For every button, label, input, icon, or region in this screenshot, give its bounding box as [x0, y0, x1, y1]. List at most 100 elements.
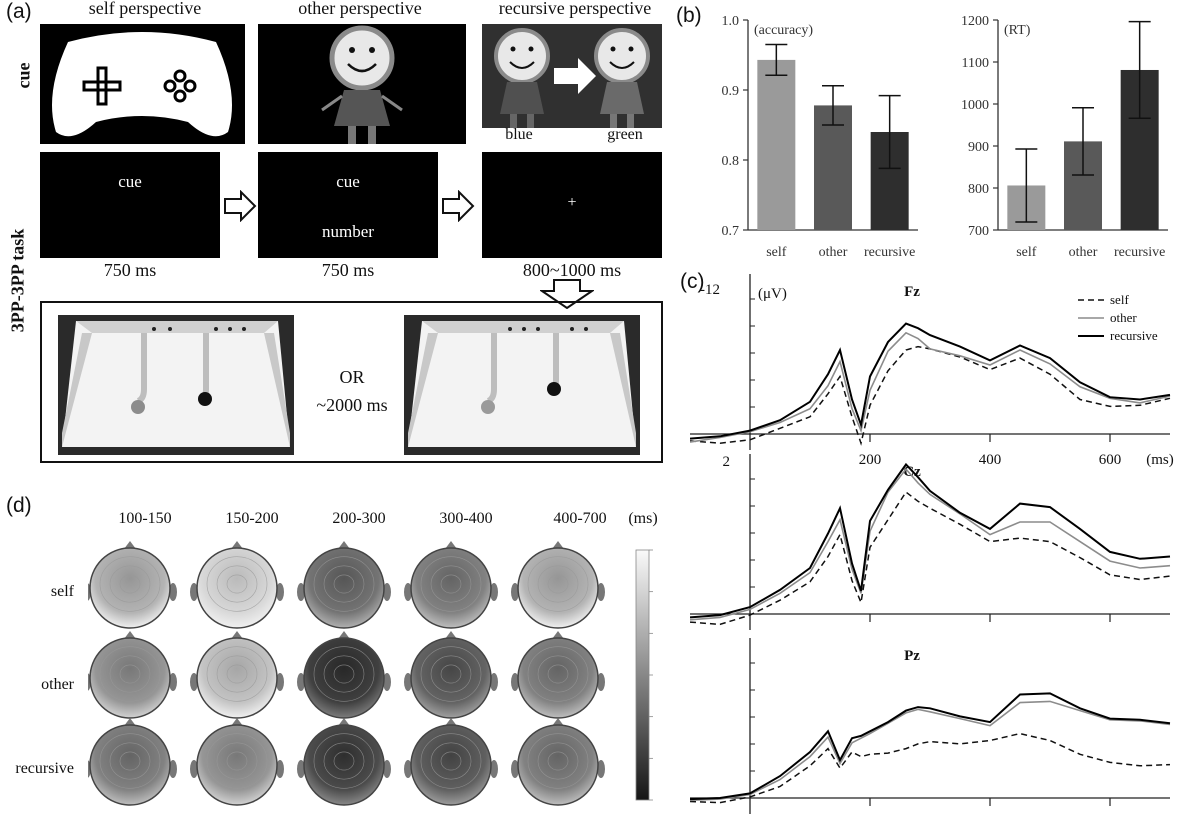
nose — [445, 541, 457, 549]
nose — [124, 631, 136, 639]
window-label: 400-700 — [553, 510, 607, 527]
erp-series-other — [690, 467, 1171, 621]
arrow-right-icon-1 — [223, 189, 257, 226]
x-tick-label: 400 — [979, 452, 1002, 468]
cue-other-box — [258, 24, 466, 144]
contour — [547, 574, 569, 594]
contour — [537, 655, 579, 693]
contour — [420, 733, 482, 789]
ear — [404, 760, 412, 778]
contour — [206, 733, 268, 789]
topo-head — [196, 637, 278, 719]
maze-image-right — [404, 315, 640, 455]
bar — [757, 59, 796, 231]
contour — [119, 751, 141, 771]
erp-series-self — [690, 345, 1171, 446]
ear — [297, 760, 305, 778]
duration-3: 800~1000 ms — [522, 260, 622, 280]
row-label-3pp-task: 3PP-3PP task — [7, 228, 28, 333]
label-green: green — [607, 126, 643, 143]
window-label: 150-200 — [225, 510, 279, 527]
contour — [527, 556, 589, 612]
topo-row-recursive: recursive — [15, 760, 74, 777]
y-tick-label: 0.7 — [722, 224, 740, 239]
topo-head — [303, 724, 385, 806]
legend-entry: self — [1110, 292, 1129, 307]
contour — [226, 751, 248, 771]
label-blue: blue — [505, 126, 533, 143]
y-tick-label: 0.8 — [722, 154, 740, 169]
topo-head — [303, 637, 385, 719]
ear — [597, 673, 605, 691]
x-tick-label: 600 — [1099, 452, 1122, 468]
ear — [383, 583, 391, 601]
panel-a-letter: (a) — [6, 0, 32, 23]
girl-figure-icon — [321, 25, 403, 144]
ear — [511, 673, 519, 691]
category-label: self — [1016, 245, 1037, 260]
nose — [124, 541, 136, 549]
x-tick-label: 200 — [859, 452, 882, 468]
contour — [109, 655, 151, 693]
maze-image-left — [58, 315, 294, 455]
erp-series-other — [690, 700, 1171, 802]
nose — [552, 718, 564, 726]
contour — [430, 565, 472, 603]
ear — [276, 583, 284, 601]
panel-c-letter: (c) — [680, 270, 705, 293]
gamepad-icon — [52, 32, 232, 137]
ear — [404, 583, 412, 601]
seq-text-cue-1: cue — [118, 172, 142, 191]
nose — [231, 541, 243, 549]
window-label: 100-150 — [118, 510, 172, 527]
window-label: 300-400 — [439, 510, 493, 527]
color-bar — [635, 549, 650, 801]
y-axis-unit: (μV) — [758, 286, 787, 302]
topo-row-self: self — [50, 583, 74, 600]
contour — [527, 646, 589, 702]
duration-2: 750 ms — [321, 260, 375, 280]
panel-b-letter: (b) — [676, 4, 702, 27]
arrow-right-icon-2 — [441, 189, 475, 226]
contour — [440, 664, 462, 684]
contour — [323, 655, 365, 693]
contour — [547, 664, 569, 684]
ear — [597, 583, 605, 601]
task-frame: OR ~2000 ms — [40, 301, 663, 463]
y-tick-label: 0.9 — [722, 84, 740, 99]
contour — [109, 742, 151, 780]
ear — [490, 673, 498, 691]
legend-entry: other — [1110, 310, 1137, 325]
ear — [190, 673, 198, 691]
ear — [169, 673, 177, 691]
erp-series-recursive — [690, 462, 1171, 619]
topo-head — [410, 724, 492, 806]
topo-head — [303, 547, 385, 629]
category-label: recursive — [1114, 245, 1165, 260]
header-other-perspective: other perspective — [298, 0, 422, 18]
bar — [814, 105, 852, 230]
category-label: other — [819, 245, 848, 260]
x-axis-unit: (ms) — [1146, 452, 1174, 468]
ear — [404, 673, 412, 691]
contour — [333, 574, 355, 594]
nose — [338, 541, 350, 549]
contour — [323, 742, 365, 780]
topo-head — [89, 547, 171, 629]
category-label: recursive — [864, 245, 915, 260]
erp-series-other — [690, 331, 1171, 443]
contour — [420, 646, 482, 702]
ear — [297, 673, 305, 691]
ear — [169, 583, 177, 601]
y-tick-label: 2 — [723, 454, 731, 470]
seq-box-2: cue number — [258, 152, 438, 258]
seq-text-number: number — [322, 222, 374, 241]
contour — [119, 664, 141, 684]
nose — [338, 718, 350, 726]
erp-series-recursive — [690, 322, 1171, 440]
nose — [445, 631, 457, 639]
fixation-cross: + — [567, 194, 577, 211]
row-label-cue: cue — [13, 62, 34, 89]
